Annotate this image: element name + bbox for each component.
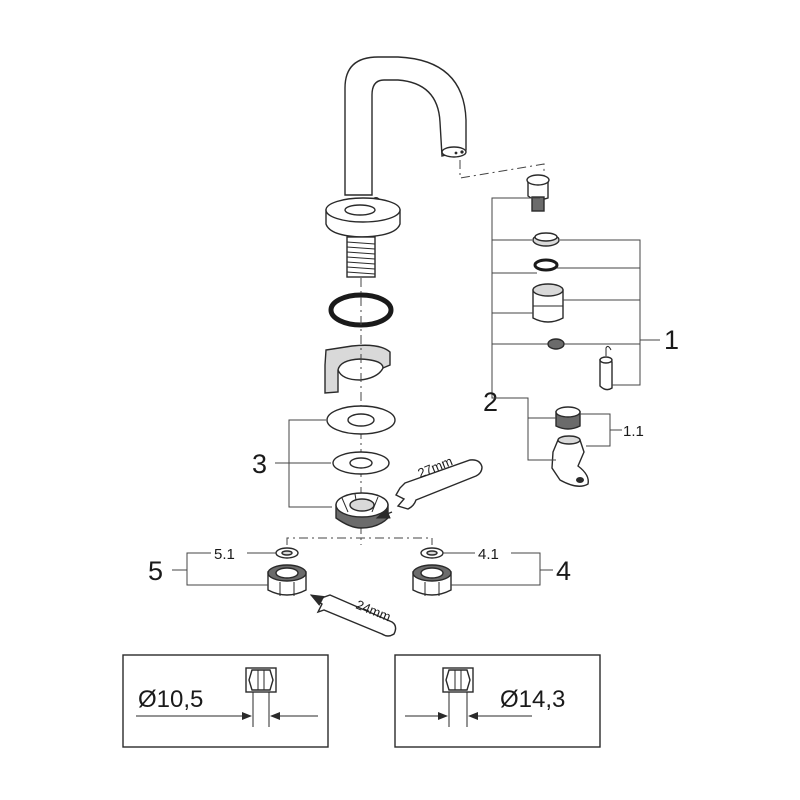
- washer-large: [326, 405, 396, 435]
- wrench-27mm: [375, 459, 483, 519]
- tool-key: [599, 345, 613, 391]
- hex-nut-left: [267, 564, 307, 596]
- label-part-1-1: 1.1: [623, 423, 644, 440]
- cartridge-axis: [459, 160, 545, 179]
- label-part-3: 3: [252, 449, 267, 479]
- part-1-1-bracket: [580, 413, 622, 447]
- aerator-insert-small: [547, 338, 565, 350]
- part-1-bracket: [557, 239, 660, 386]
- aerator-key: [551, 435, 589, 487]
- horseshoe-spacer: [324, 344, 391, 394]
- label-part-4: 4: [556, 556, 571, 586]
- aerator-ring: [532, 232, 560, 247]
- dimension-left-value: Ø10,5: [138, 686, 203, 713]
- label-5-1-bg: [211, 544, 247, 562]
- dimension-box-right: [394, 654, 601, 748]
- dimension-box-left: [122, 654, 329, 748]
- label-part-2: 2: [483, 387, 498, 417]
- washer-small: [332, 451, 390, 475]
- label-part-5: 5: [148, 556, 163, 586]
- small-washer-left: [275, 547, 299, 559]
- spout: [344, 56, 467, 205]
- hose-axis: [286, 537, 433, 545]
- aerator-o-ring: [533, 258, 559, 272]
- label-part-5-1: 5.1: [214, 546, 235, 563]
- part-3-bracket: [275, 419, 332, 508]
- wrench-24mm: [309, 594, 397, 637]
- label-part-4-1: 4.1: [478, 546, 499, 563]
- label-part-1: 1: [664, 325, 679, 355]
- dimension-right-value: Ø14,3: [500, 686, 565, 713]
- aerator-insert: [555, 406, 581, 430]
- aerator-top: [526, 174, 550, 212]
- base-flange: [325, 197, 401, 238]
- threaded-shank: [346, 236, 376, 278]
- aerator-body: [532, 283, 564, 323]
- label-4-1-bg: [475, 544, 511, 562]
- small-washer-right: [420, 547, 444, 559]
- mounting-nut: [335, 492, 389, 529]
- hex-nut-right: [412, 564, 452, 596]
- part-2-bracket: [491, 197, 556, 461]
